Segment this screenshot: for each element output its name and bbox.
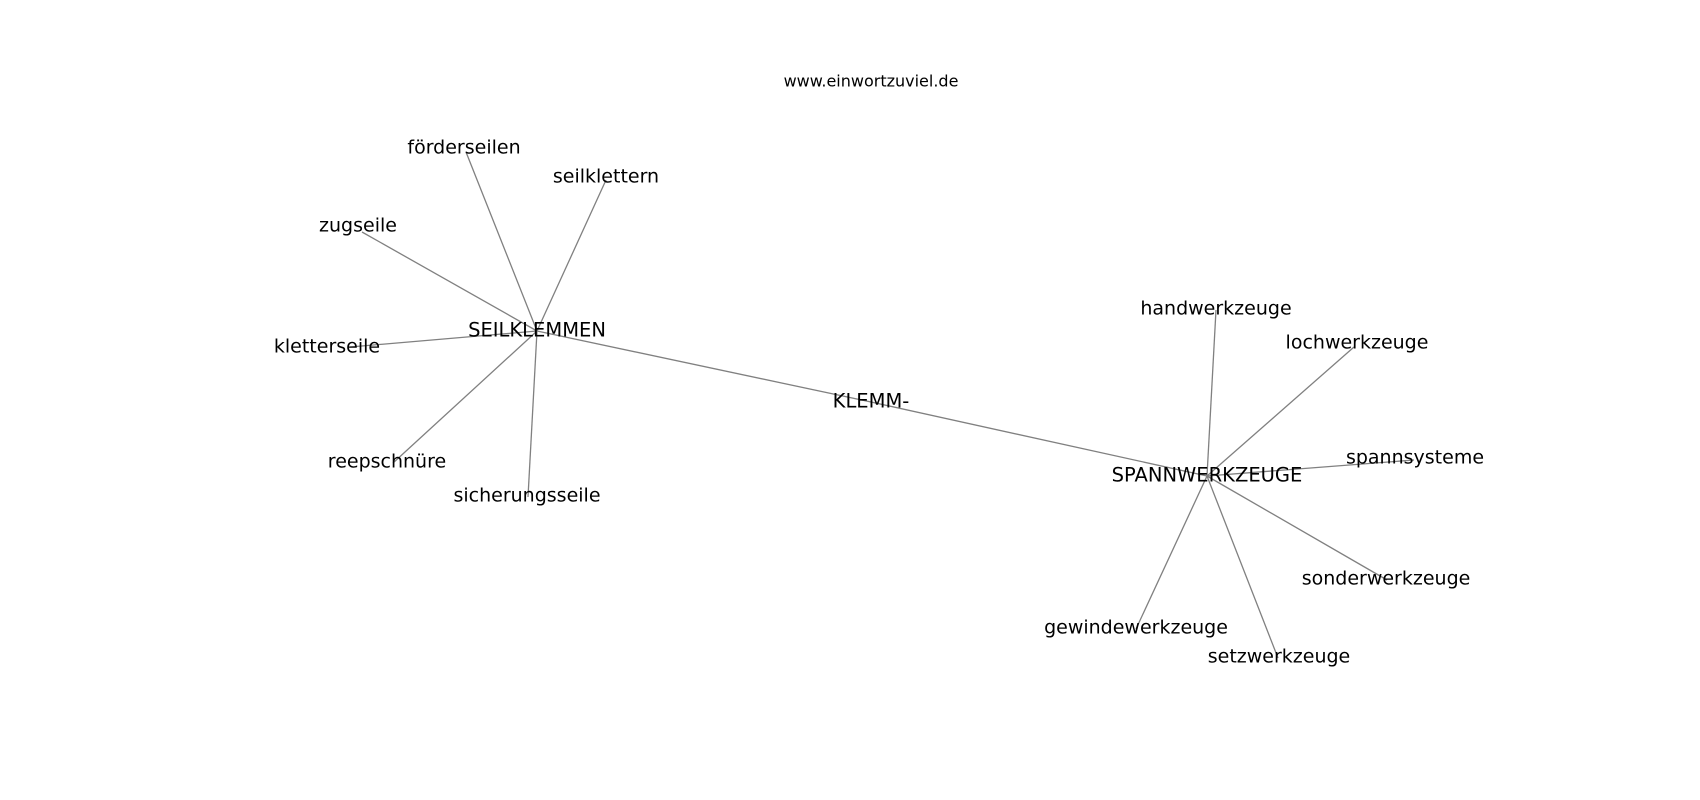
edge-seilklemmen-zugseile bbox=[361, 231, 538, 332]
edge-spannwerkzeuge-sonderwerkzeuge bbox=[1206, 475, 1388, 581]
leaf-label-reepschnuere: reepschnüre bbox=[328, 451, 446, 473]
leaf-label-gewindewerkzeuge: gewindewerkzeuge bbox=[1044, 617, 1228, 639]
leaf-label-handwerkzeuge: handwerkzeuge bbox=[1140, 298, 1291, 320]
edges bbox=[349, 151, 1415, 659]
leaf-label-seilklettern: seilklettern bbox=[553, 166, 659, 188]
edge-spannwerkzeuge-setzwerkzeuge bbox=[1206, 475, 1279, 659]
edge-seilklemmen-sicherungsseile bbox=[527, 330, 538, 498]
labels: www.einwortzuviel.de KLEMM- SEILKLEMMEN … bbox=[274, 72, 1484, 668]
hub-label-seilklemmen: SEILKLEMMEN bbox=[468, 319, 606, 342]
watermark-text: www.einwortzuviel.de bbox=[784, 72, 959, 91]
edge-spannwerkzeuge-lochwerkzeuge bbox=[1206, 346, 1355, 477]
edge-seilklemmen-kletterseile bbox=[349, 330, 538, 348]
hub-label-spannwerkzeuge: SPANNWERKZEUGE bbox=[1112, 464, 1303, 487]
edge-seilklemmen-seilklettern bbox=[536, 179, 607, 332]
edge-seilklemmen-foerderseilen bbox=[465, 151, 538, 332]
leaf-label-sicherungsseile: sicherungsseile bbox=[453, 485, 600, 507]
center-node-label: KLEMM- bbox=[833, 390, 910, 413]
edge-center-spannwerkzeuge bbox=[870, 401, 1208, 477]
edge-spannwerkzeuge-handwerkzeuge bbox=[1206, 309, 1217, 477]
leaf-label-sonderwerkzeuge: sonderwerkzeuge bbox=[1302, 568, 1471, 590]
leaf-label-setzwerkzeuge: setzwerkzeuge bbox=[1208, 646, 1351, 668]
leaf-label-foerderseilen: förderseilen bbox=[407, 137, 520, 159]
edge-spannwerkzeuge-spannsysteme bbox=[1206, 459, 1415, 477]
leaf-label-lochwerkzeuge: lochwerkzeuge bbox=[1286, 332, 1429, 354]
leaf-label-zugseile: zugseile bbox=[319, 215, 397, 237]
edge-seilklemmen-reepschnuere bbox=[392, 330, 538, 464]
edge-center-seilklemmen bbox=[536, 330, 872, 403]
leaf-label-spannsysteme: spannsysteme bbox=[1346, 447, 1484, 469]
edge-spannwerkzeuge-gewindewerkzeuge bbox=[1135, 475, 1208, 630]
leaf-label-kletterseile: kletterseile bbox=[274, 336, 380, 358]
